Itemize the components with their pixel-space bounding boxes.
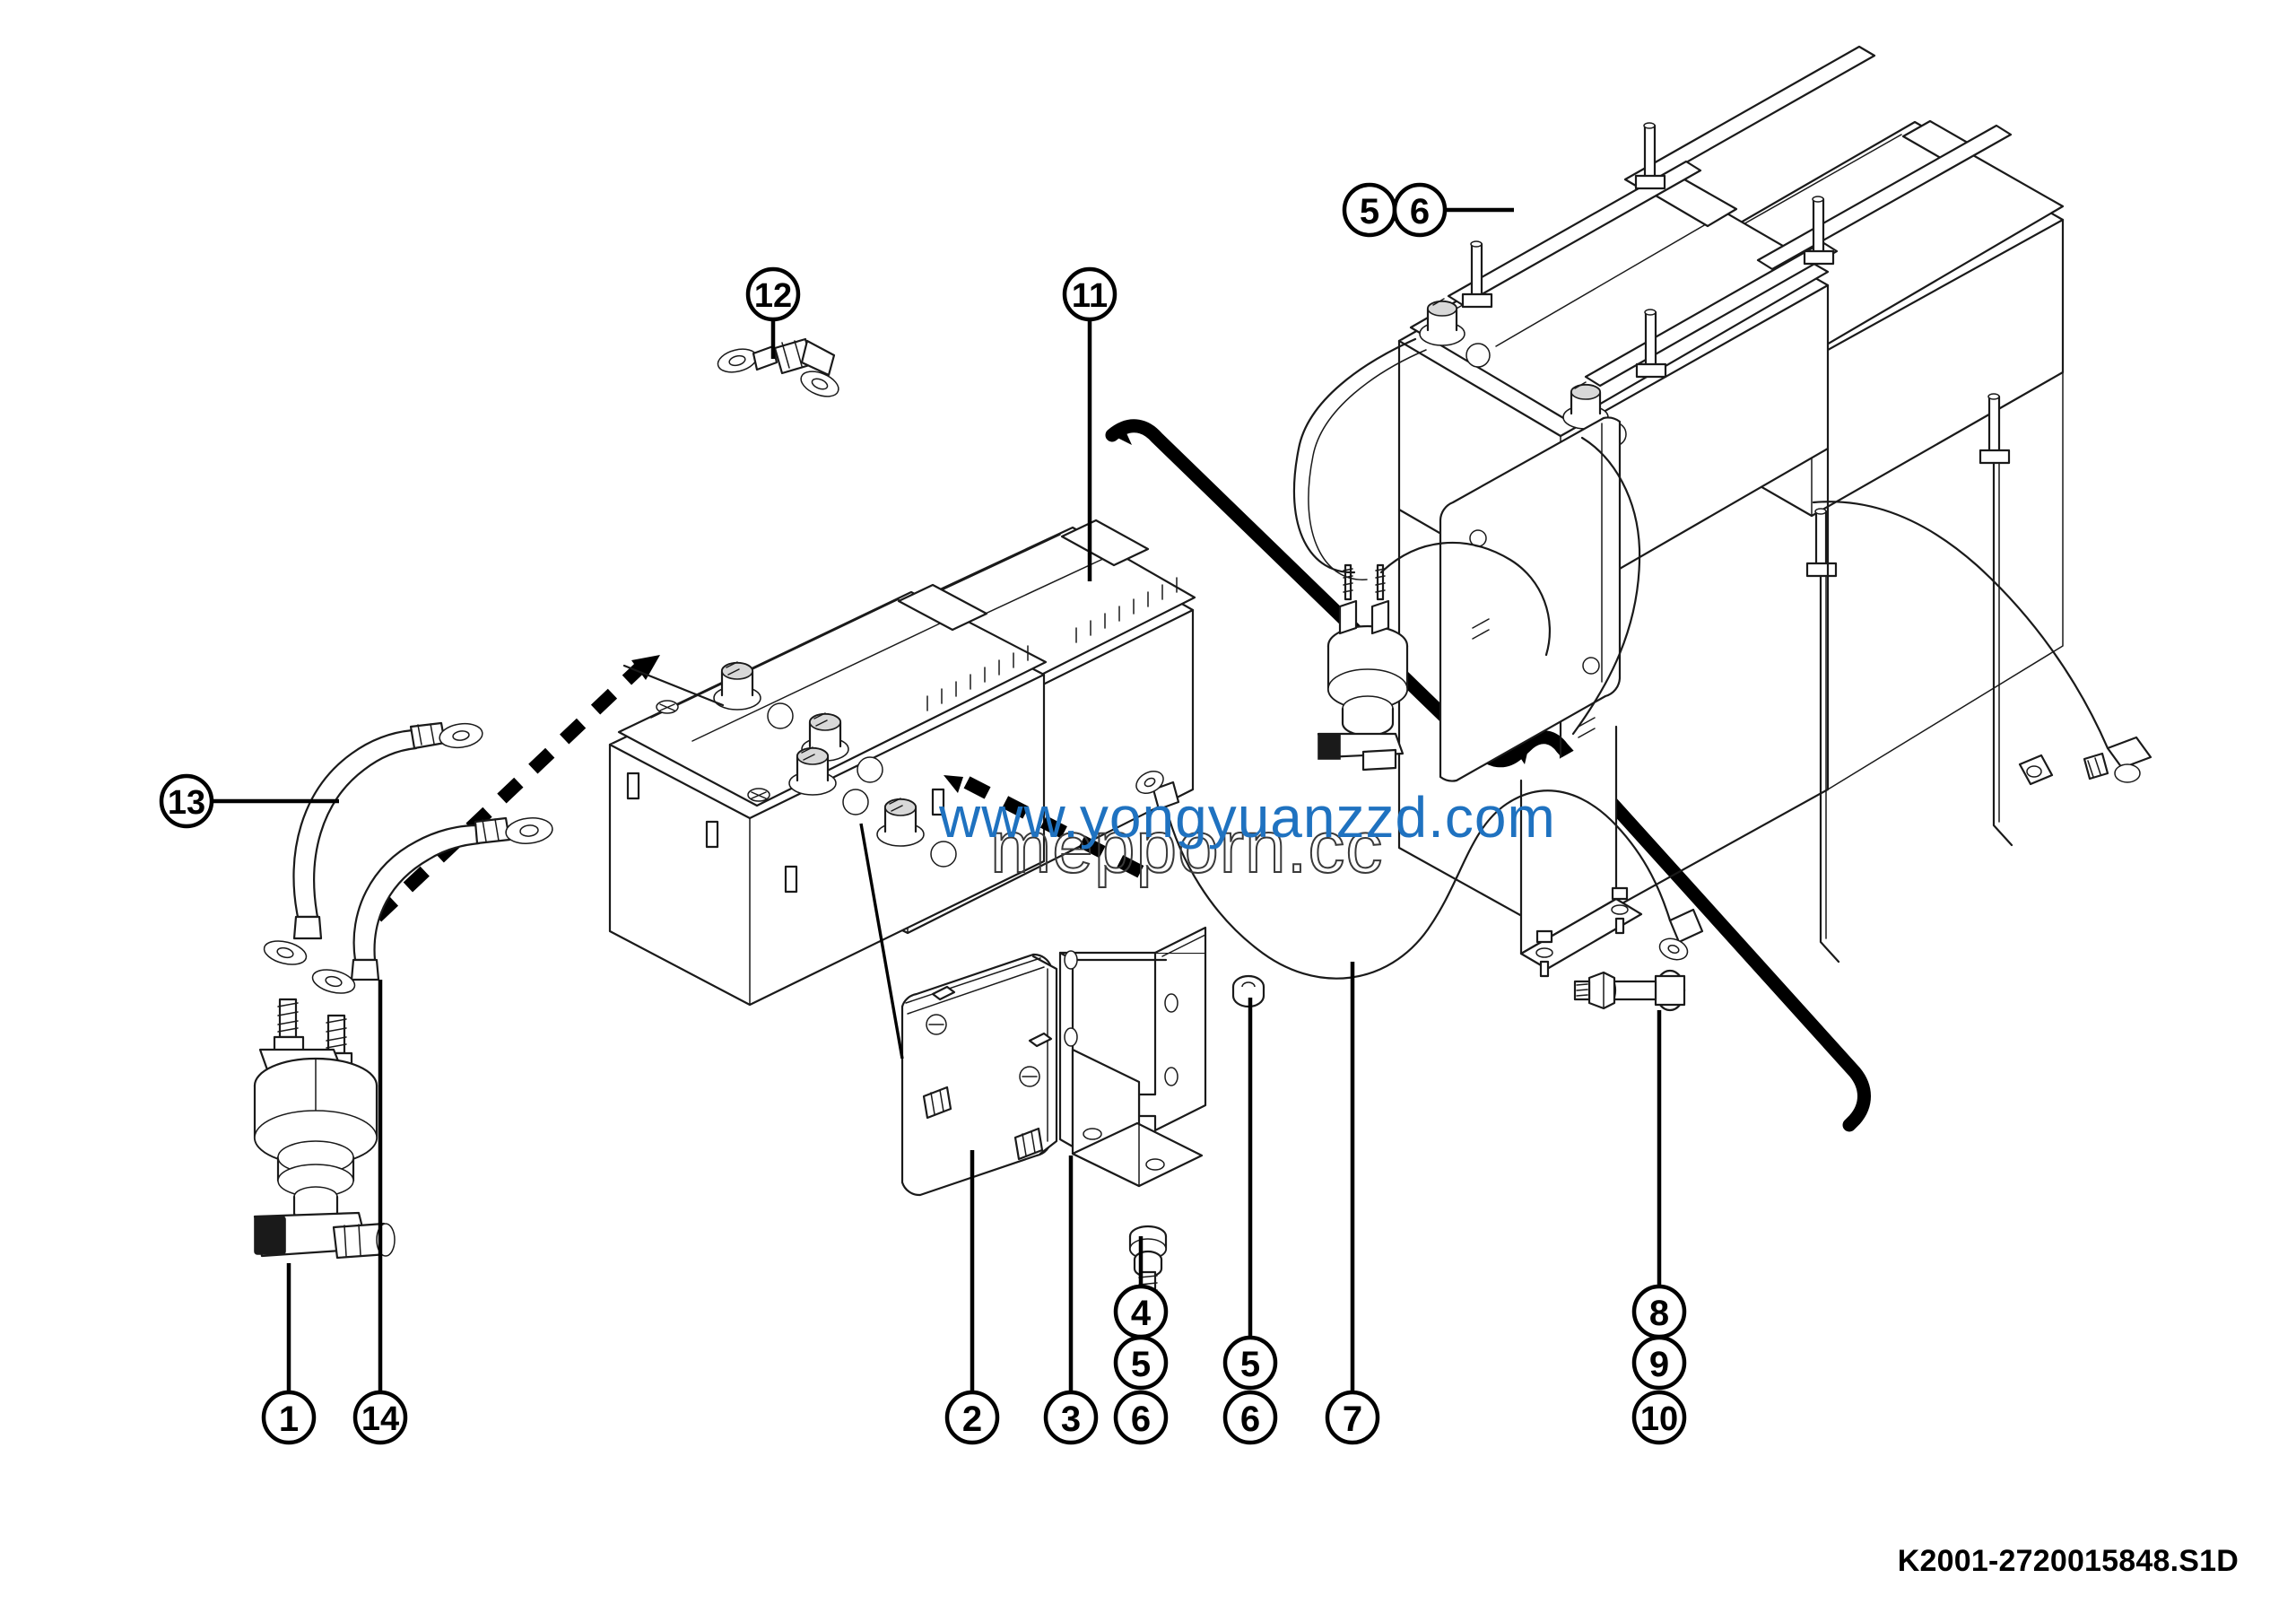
callout-2[interactable]: 2 [944,1390,1000,1445]
callout-1-label: 1 [279,1400,299,1439]
callout-2-label: 2 [962,1400,982,1439]
callout-12[interactable]: 12 [745,266,801,322]
callout-13[interactable]: 13 [159,773,214,829]
battery-rear-terminals [656,661,883,783]
callout-13-label: 13 [168,784,205,822]
callout-3-label: 3 [1061,1400,1081,1439]
callout-6b-label: 6 [1240,1400,1260,1439]
callout-6c-label: 6 [1410,192,1430,231]
callout-5a[interactable]: 5 [1113,1335,1169,1391]
inset-cables [1292,337,2152,783]
callout-14[interactable]: 14 [352,1390,408,1445]
callout-9[interactable]: 9 [1631,1335,1687,1391]
battery-feet [626,772,945,894]
assembly-dashed-indicator-2 [944,775,1159,885]
part-2-relay-box [900,953,1058,1197]
callout-14-label: 14 [361,1400,399,1438]
part-5-6-washer-nut [1231,974,1265,1008]
callout-bubbles: 1 14 2 3 4 5 6 [159,182,1687,1445]
inset-disconnect-switch [1317,563,1409,772]
callout-3[interactable]: 3 [1043,1390,1099,1445]
callout-11[interactable]: 11 [1062,266,1118,322]
callout-12-label: 12 [754,277,792,315]
callout-6c[interactable]: 6 [1392,182,1448,238]
callout-5c[interactable]: 5 [1342,182,1397,238]
inset-relay-bracket [1519,725,1643,978]
inset-relay-box [1439,416,1622,782]
part-1-disconnect-switch [253,998,396,1260]
callout-8-label: 8 [1649,1294,1669,1333]
inset-holddown-rods [1461,122,2013,964]
part-13-positive-cable [263,721,483,965]
inset-battery-terminal-post-2 [1562,383,1609,430]
inset-right-terminal-clamp [2018,754,2054,786]
callout-6a-label: 6 [1131,1400,1151,1439]
callout-5c-label: 5 [1360,192,1379,231]
callout-6a[interactable]: 6 [1113,1390,1169,1445]
main-battery-pair [608,519,1196,1007]
battery-front-terminals [747,746,957,868]
callout-6b[interactable]: 6 [1222,1390,1278,1445]
callout-5b[interactable]: 5 [1222,1335,1278,1391]
callout-10-label: 10 [1640,1400,1678,1438]
part-8-9-10-bolt-assembly [1573,969,1686,1012]
inset-battery-terminal-post [1419,300,1465,346]
part-3-mounting-bracket [1058,926,1207,1188]
view-separator-brace [1105,419,1871,1132]
part-7-ground-cable [1135,770,1704,980]
part-12-jumper-cable [717,337,839,397]
part-14-negative-cable [311,816,553,994]
assembled-battery-assembly-inset [1292,45,2152,978]
callout-10[interactable]: 10 [1631,1390,1687,1445]
callout-4[interactable]: 4 [1113,1284,1169,1339]
callout-1[interactable]: 1 [261,1390,317,1445]
drawing-number-label: K2001-2720015848.S1D [1897,1544,2239,1578]
callout-4-label: 4 [1131,1294,1152,1333]
callout-8[interactable]: 8 [1631,1284,1687,1339]
callout-7[interactable]: 7 [1325,1390,1380,1445]
callout-5b-label: 5 [1240,1345,1260,1384]
callout-9-label: 9 [1649,1345,1669,1384]
callout-7-label: 7 [1343,1400,1362,1439]
callout-5a-label: 5 [1131,1345,1151,1384]
callout-11-label: 11 [1072,277,1108,315]
leader-lines [212,207,1662,1392]
assembly-dashed-indicator [371,655,725,922]
